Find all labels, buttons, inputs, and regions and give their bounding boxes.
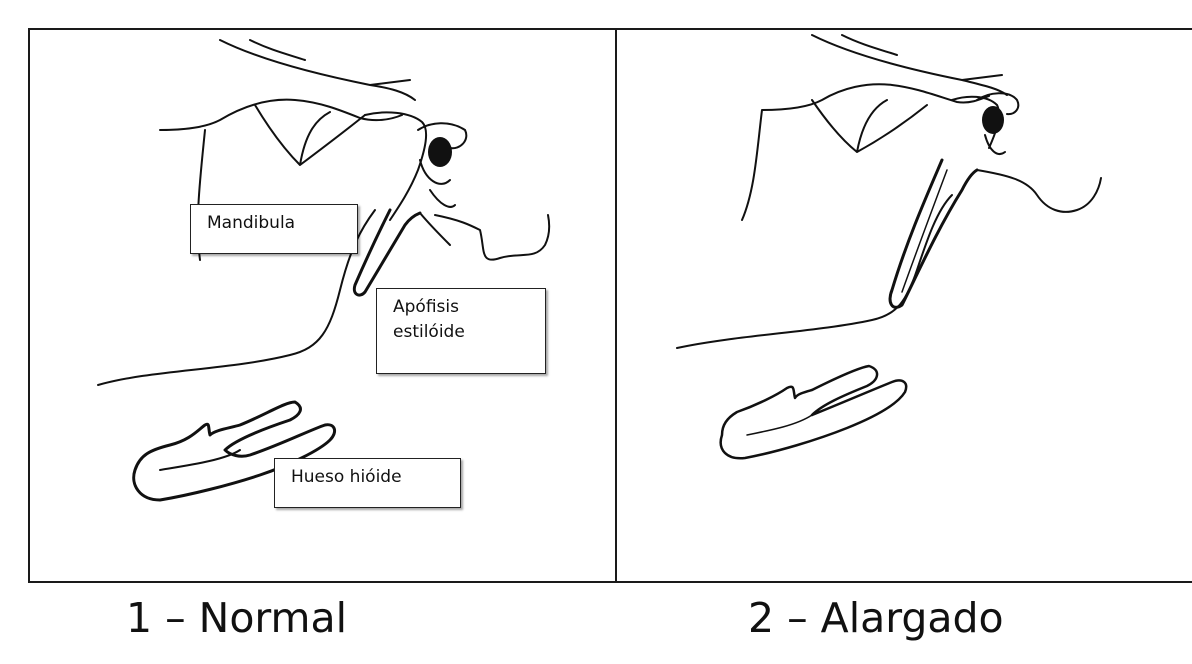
panel-normal: Mandibula Apófisis estilóide Hueso hióid… <box>28 28 617 583</box>
hyoid-bone <box>721 366 906 458</box>
skull-base-line <box>220 40 415 100</box>
styloid-label-line1: Apófisis <box>393 295 529 320</box>
hyoid-label: Hueso hióide <box>274 458 461 508</box>
skull-base-line <box>812 35 1007 95</box>
elongated-anatomy-drawing <box>617 30 1192 585</box>
ear-canal-fill <box>428 137 452 167</box>
caption-elongated: 2 – Alargado <box>748 594 1004 642</box>
ear-canal-fill <box>982 106 1004 134</box>
caption-normal: 1 – Normal <box>126 594 347 642</box>
mastoid <box>420 160 549 260</box>
hyoid-label-text: Hueso hióide <box>291 467 402 487</box>
hyoid-inner <box>747 415 812 435</box>
panel-elongated <box>615 28 1192 583</box>
styloid-process <box>890 160 977 307</box>
mastoid <box>977 135 1101 212</box>
coronoid-notch <box>812 100 927 152</box>
condyle-outline <box>365 112 426 220</box>
styloid-label-line2: estilóide <box>393 320 529 345</box>
styloid-label: Apófisis estilóide <box>376 288 546 374</box>
mandible-label: Mandibula <box>190 204 358 254</box>
mandible-outline <box>677 84 989 348</box>
styloid-process <box>354 210 420 295</box>
mandible-label-text: Mandibula <box>207 213 295 233</box>
